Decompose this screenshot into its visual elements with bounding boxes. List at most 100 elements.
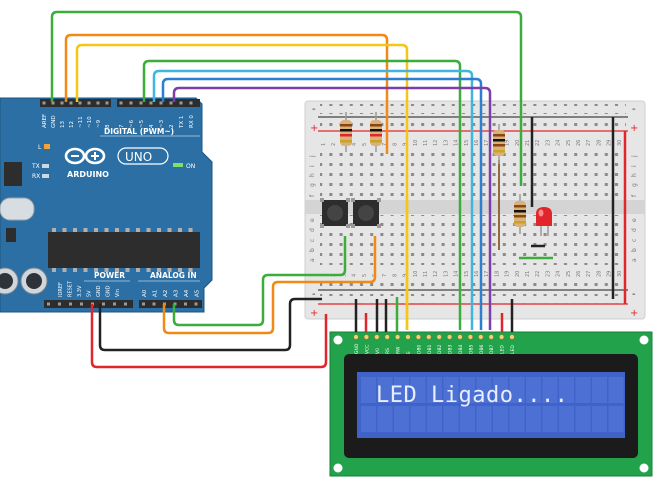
column-number: 17 <box>484 140 490 146</box>
lcd-cell <box>592 406 607 432</box>
lcd-pin[interactable] <box>488 334 494 340</box>
lcd-pin[interactable] <box>498 334 505 340</box>
capacitor-1-top <box>0 273 13 289</box>
row-letter: i <box>309 165 316 167</box>
column-number: 25 <box>566 140 572 146</box>
column-number: 24 <box>556 271 562 277</box>
digital-pin-hole[interactable] <box>179 101 183 105</box>
power-pin-hole[interactable] <box>69 302 72 306</box>
lcd-cell <box>361 377 376 403</box>
lcd-display-text: LED Ligado.... <box>376 383 568 408</box>
rail-minus-top-left: - <box>312 104 316 115</box>
chip-leg <box>178 228 182 232</box>
lcd-cell <box>542 406 558 432</box>
lcd-pin[interactable] <box>415 334 422 340</box>
power-pin-hole[interactable] <box>124 302 127 306</box>
digital-pin-label: GND <box>51 115 57 128</box>
chip-leg <box>73 268 77 272</box>
lcd-pin-label: LED <box>500 345 506 354</box>
digital-pin-hole[interactable] <box>105 101 109 105</box>
power-pin-hole[interactable] <box>47 302 50 306</box>
row-letter: a <box>309 258 316 262</box>
lcd-pin[interactable] <box>426 334 432 340</box>
power-pin-hole[interactable] <box>80 302 83 306</box>
lcd-pin[interactable] <box>509 334 515 340</box>
column-number: 5 <box>362 274 368 277</box>
lcd-pin[interactable] <box>467 334 474 340</box>
row-letter: e <box>309 218 316 222</box>
analog-pin-hole[interactable] <box>194 302 198 306</box>
row-letter: d <box>309 228 316 232</box>
chip-leg <box>52 268 56 272</box>
lcd-pin-label: V0 <box>375 348 381 354</box>
column-number: 23 <box>545 140 551 146</box>
digital-pin-hole[interactable] <box>159 101 163 105</box>
power-header <box>44 300 133 308</box>
tx-led-icon <box>42 164 49 168</box>
wire-cyan-d4-to-lcd-db5 <box>152 69 474 330</box>
lcd-pin[interactable] <box>405 334 411 340</box>
power-pin-hole[interactable] <box>113 302 116 306</box>
analog-pin-hole[interactable] <box>184 302 187 306</box>
lcd-pin[interactable] <box>363 334 370 340</box>
column-number: 16 <box>474 271 480 277</box>
digital-pin-hole[interactable] <box>42 101 46 105</box>
lcd-pin[interactable] <box>394 334 401 340</box>
digital-pin-hole[interactable] <box>60 101 64 105</box>
row-letter: f <box>309 194 316 197</box>
lcd-cell <box>410 377 426 403</box>
lcd-pin[interactable] <box>353 334 359 340</box>
lcd-pin[interactable] <box>457 334 463 340</box>
power-pin-hole[interactable] <box>58 302 61 306</box>
pushbutton-1-icon[interactable] <box>320 198 350 228</box>
lcd-cell <box>427 377 442 403</box>
pushbutton-2-icon[interactable] <box>351 198 381 228</box>
analog-pin-hole[interactable] <box>152 302 156 306</box>
lcd-pin[interactable] <box>436 334 442 340</box>
chip-leg <box>62 228 67 232</box>
row-letter: i <box>631 165 638 167</box>
lcd-pin-label: DB7 <box>489 344 495 354</box>
digital-pin-hole[interactable] <box>87 101 91 105</box>
digital-pin-hole[interactable] <box>189 101 193 105</box>
resistor-3-icon <box>493 124 505 164</box>
rail-minus-bottom-left: - <box>312 289 316 300</box>
digital-pin-hole[interactable] <box>119 101 123 105</box>
resistor-2-icon <box>370 112 382 152</box>
lcd-pin[interactable] <box>478 334 484 340</box>
digital-pin-hole[interactable] <box>51 101 55 105</box>
atmega-chip-icon <box>48 232 200 268</box>
row-letter: d <box>631 228 638 232</box>
digital-pin-hole[interactable] <box>96 101 100 105</box>
column-number: 20 <box>515 271 521 277</box>
digital-pin-label: ~10 <box>87 116 93 128</box>
digital-pin-label: AREF <box>42 114 48 128</box>
digital-pin-hole[interactable] <box>129 101 133 105</box>
column-number: 7 <box>382 274 388 277</box>
digital-header-right <box>117 99 200 107</box>
digital-pin-hole[interactable] <box>149 101 153 105</box>
arduino-brand-text: ARDUINO <box>67 170 109 179</box>
column-number: 25 <box>566 271 572 277</box>
digital-pin-hole[interactable] <box>139 101 143 105</box>
red-led-icon <box>536 207 552 236</box>
digital-pin-hole[interactable] <box>78 101 82 105</box>
digital-pin-hole[interactable] <box>69 101 73 105</box>
on-label: ON <box>186 163 195 170</box>
chip-leg <box>115 268 119 272</box>
lcd-pin[interactable] <box>446 334 453 340</box>
wire-orange-a2-to-button2 <box>162 236 377 335</box>
lcd-pin[interactable] <box>384 334 390 340</box>
lcd-pin[interactable] <box>374 334 380 340</box>
power-pin-hole[interactable] <box>102 302 105 306</box>
digital-pin-hole[interactable] <box>169 101 173 105</box>
analog-pin-hole[interactable] <box>142 302 145 306</box>
lcd-cell <box>493 406 508 432</box>
chip-leg <box>136 228 140 232</box>
row-letter: e <box>631 218 638 222</box>
digital-pin-label: ~6 <box>129 119 135 128</box>
